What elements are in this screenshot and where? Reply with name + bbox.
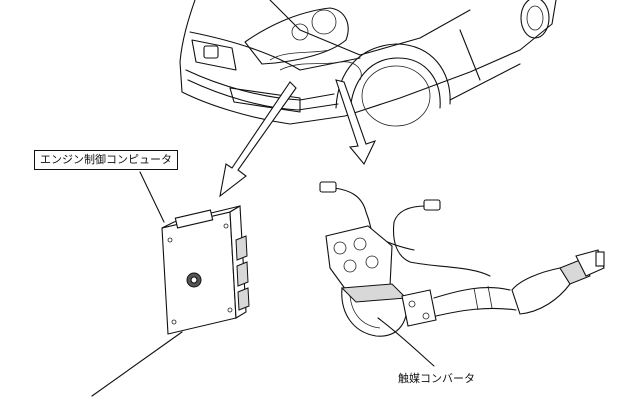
catalyst-label: 触媒コンバータ xyxy=(398,372,475,385)
engine-control-unit xyxy=(161,205,250,335)
ecu-leader-line xyxy=(139,171,165,223)
car-front-illustration xyxy=(179,0,557,127)
catalytic-converter-assembly xyxy=(319,181,605,337)
arrow-to-catalyst xyxy=(335,79,377,166)
arrow-to-ecu xyxy=(219,81,297,198)
catalyst-leader-line xyxy=(377,317,435,367)
ecu-label: エンジン制御コンピュータ xyxy=(34,150,178,170)
ecu-bottom-leader-line xyxy=(91,331,183,397)
